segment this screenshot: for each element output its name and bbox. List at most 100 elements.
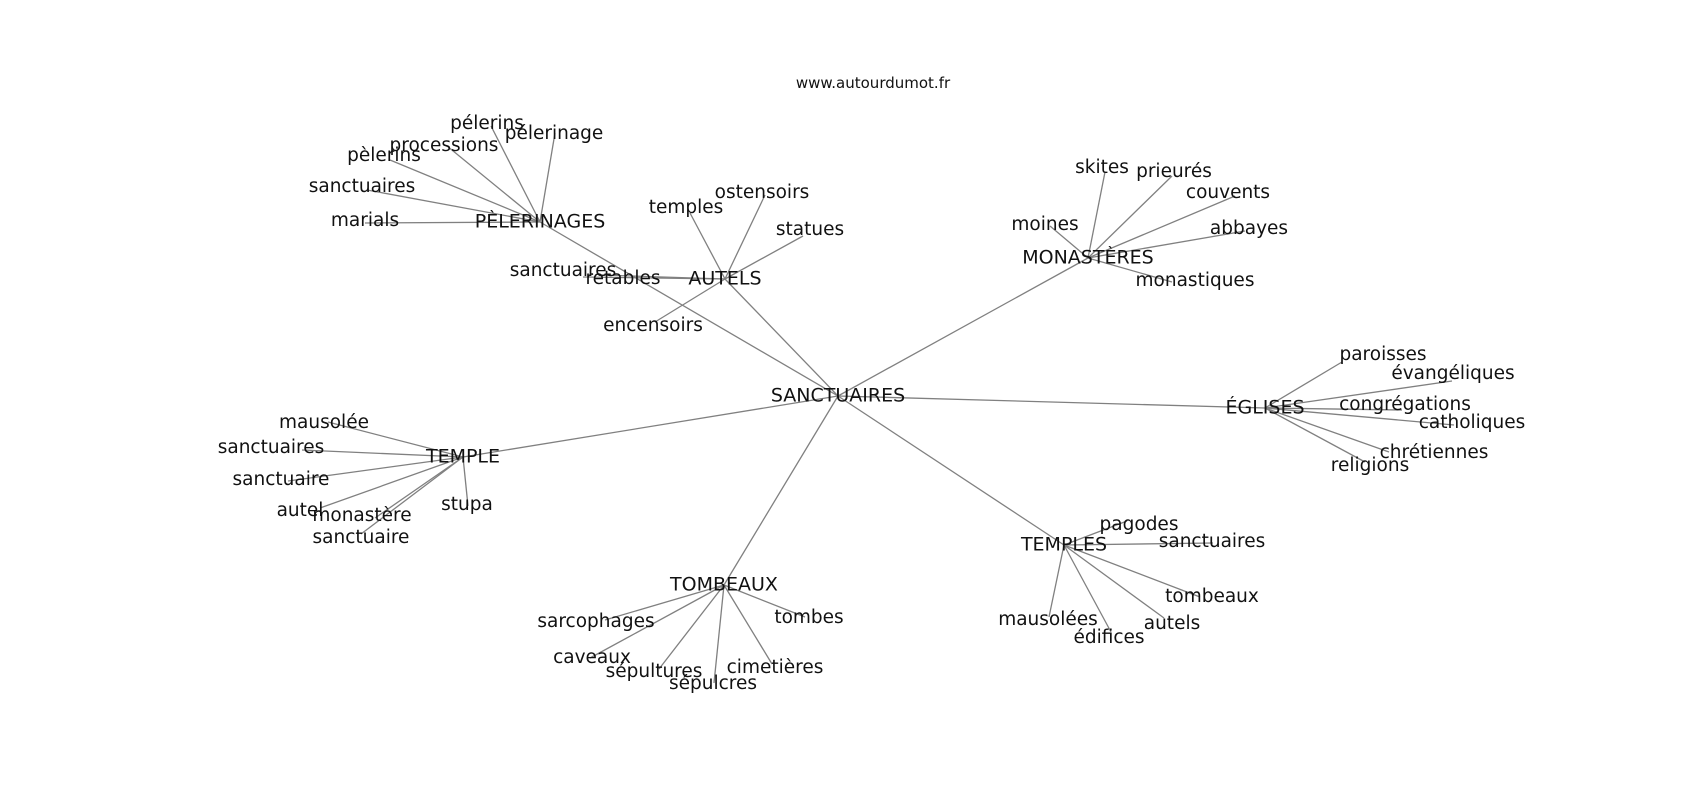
edge-monasteres-0	[1087, 171, 1106, 259]
edge-autels-2	[724, 235, 804, 280]
leaf-autels-2[interactable]: statues	[776, 219, 844, 240]
leaf-eglises-0[interactable]: paroisses	[1339, 344, 1426, 365]
leaf-temples-3[interactable]: autels	[1144, 613, 1200, 634]
edge-autels-1	[689, 212, 726, 280]
site-url: www.autourdumot.fr	[796, 74, 951, 92]
edge-tombeaux-4	[723, 584, 773, 665]
edge-temples-2	[1063, 544, 1201, 598]
leaf-tombeaux-0[interactable]: sarcophages	[537, 611, 654, 632]
leaf-autels-0[interactable]: ostensoirs	[715, 182, 810, 203]
leaf-monasteres-1[interactable]: prieurés	[1136, 161, 1212, 182]
node-autels[interactable]: AUTELS	[688, 268, 761, 290]
edge-monasteres-2	[1087, 195, 1236, 259]
leaf-autels-4[interactable]: retables	[585, 268, 660, 289]
edge-tombeaux-3	[658, 584, 725, 670]
leaf-temple-3[interactable]: autel	[277, 500, 324, 521]
edge-monasteres-5	[1087, 257, 1173, 283]
leaf-temple-2[interactable]: sanctuaire	[233, 469, 330, 490]
edge-temple-2	[287, 456, 464, 482]
leaf-tombeaux-3[interactable]: sépultures	[606, 661, 703, 682]
leaf-autels-5[interactable]: encensoirs	[603, 315, 703, 336]
leaf-pelerinages-4[interactable]: sanctuaires	[309, 176, 416, 197]
leaf-pelerinages-1[interactable]: pélerinage	[505, 123, 604, 144]
edge-tombeaux-1	[723, 584, 806, 618]
edge-center-tombeaux	[723, 395, 839, 586]
leaf-temples-5[interactable]: édifices	[1073, 627, 1144, 648]
leaf-temple-5[interactable]: sanctuaire	[313, 527, 410, 548]
node-monasteres[interactable]: MONASTÈRES	[1022, 246, 1154, 269]
edge-eglises-2	[1264, 407, 1403, 411]
edge-eglises-5	[1264, 407, 1366, 463]
edge-temples-1	[1063, 542, 1214, 546]
leaf-eglises-4[interactable]: chrétiennes	[1380, 442, 1489, 463]
edge-temples-3	[1063, 544, 1165, 619]
leaf-tombeaux-4[interactable]: cimetières	[727, 657, 824, 678]
leaf-pelerinages-5[interactable]: marials	[331, 210, 399, 231]
node-pelerinages[interactable]: PÈLERINAGES	[475, 210, 606, 233]
leaf-temple-6[interactable]: stupa	[441, 494, 493, 515]
edge-pelerinages-5	[364, 221, 541, 224]
leaf-temples-0[interactable]: pagodes	[1100, 514, 1179, 535]
leaf-temples-4[interactable]: mausolées	[998, 609, 1098, 630]
node-temples[interactable]: TEMPLES	[1020, 534, 1107, 556]
leaf-temples-2[interactable]: tombeaux	[1165, 586, 1259, 607]
edge-temple-6	[462, 456, 469, 507]
leaf-pelerinages-3[interactable]: pèlerins	[347, 145, 421, 166]
node-center[interactable]: SANCTUAIRES	[771, 385, 905, 407]
edge-center-temples	[837, 395, 1065, 546]
edge-center-eglises	[837, 395, 1266, 409]
leaf-tombeaux-1[interactable]: tombes	[774, 607, 843, 628]
leaf-monasteres-4[interactable]: moines	[1011, 214, 1078, 235]
node-eglises[interactable]: ÉGLISES	[1225, 396, 1304, 419]
leaf-autels-1[interactable]: temples	[649, 197, 724, 218]
node-tombeaux[interactable]: TOMBEAUX	[669, 574, 778, 596]
edge-temple-4	[374, 456, 464, 519]
edges	[287, 125, 1455, 684]
leaf-autels-3[interactable]: sanctuaires	[510, 260, 617, 281]
leaf-monasteres-2[interactable]: couvents	[1186, 182, 1270, 203]
leaf-temples-1[interactable]: sanctuaires	[1159, 531, 1266, 552]
edge-autels-0	[724, 194, 766, 280]
edge-eglises-3	[1264, 407, 1455, 426]
leaf-monasteres-5[interactable]: monastiques	[1136, 270, 1255, 291]
edge-pelerinages-3	[389, 159, 541, 223]
edge-temple-5	[360, 456, 464, 535]
leaf-monasteres-0[interactable]: skites	[1075, 157, 1129, 178]
edge-pelerinages-4	[366, 189, 541, 223]
edge-pelerinages-1	[539, 132, 556, 223]
edge-temples-4	[1048, 544, 1065, 618]
leaf-tombeaux-2[interactable]: caveaux	[553, 647, 631, 668]
edge-temple-3	[319, 456, 464, 509]
leaf-temple-4[interactable]: monastère	[312, 505, 411, 526]
edge-tombeaux-2	[589, 584, 725, 659]
edge-monasteres-4	[1049, 225, 1089, 259]
leaf-temple-1[interactable]: sanctuaires	[218, 437, 325, 458]
edge-autels-4	[582, 276, 726, 280]
edge-center-pelerinages	[539, 221, 839, 397]
edge-eglises-0	[1264, 361, 1343, 409]
leaf-eglises-1[interactable]: évangéliques	[1391, 363, 1514, 384]
leaf-monasteres-3[interactable]: abbayes	[1210, 218, 1288, 239]
edge-temples-0	[1063, 520, 1128, 546]
edge-center-temple	[462, 395, 839, 458]
leaf-tombeaux-5[interactable]: sépulcres	[669, 673, 757, 694]
leaf-eglises-3[interactable]: catholiques	[1419, 412, 1526, 433]
edge-tombeaux-5	[713, 584, 725, 684]
edge-monasteres-1	[1087, 175, 1173, 259]
edge-autels-5	[654, 278, 726, 323]
leaf-pelerinages-2[interactable]: processions	[390, 135, 499, 156]
edge-temples-5	[1063, 544, 1112, 633]
edge-center-monasteres	[837, 257, 1089, 397]
leaf-eglises-5[interactable]: religions	[1331, 455, 1409, 476]
edge-center-autels	[724, 278, 839, 397]
edge-tombeaux-0	[604, 584, 725, 621]
edge-eglises-1	[1264, 380, 1453, 409]
edge-eglises-4	[1264, 407, 1390, 453]
edge-temple-1	[301, 449, 464, 458]
leaf-eglises-2[interactable]: congrégations	[1339, 394, 1471, 415]
leaf-pelerinages-0[interactable]: pélerins	[450, 113, 524, 134]
leaf-temple-0[interactable]: mausolée	[279, 412, 369, 433]
node-temple[interactable]: TEMPLE	[425, 446, 500, 468]
